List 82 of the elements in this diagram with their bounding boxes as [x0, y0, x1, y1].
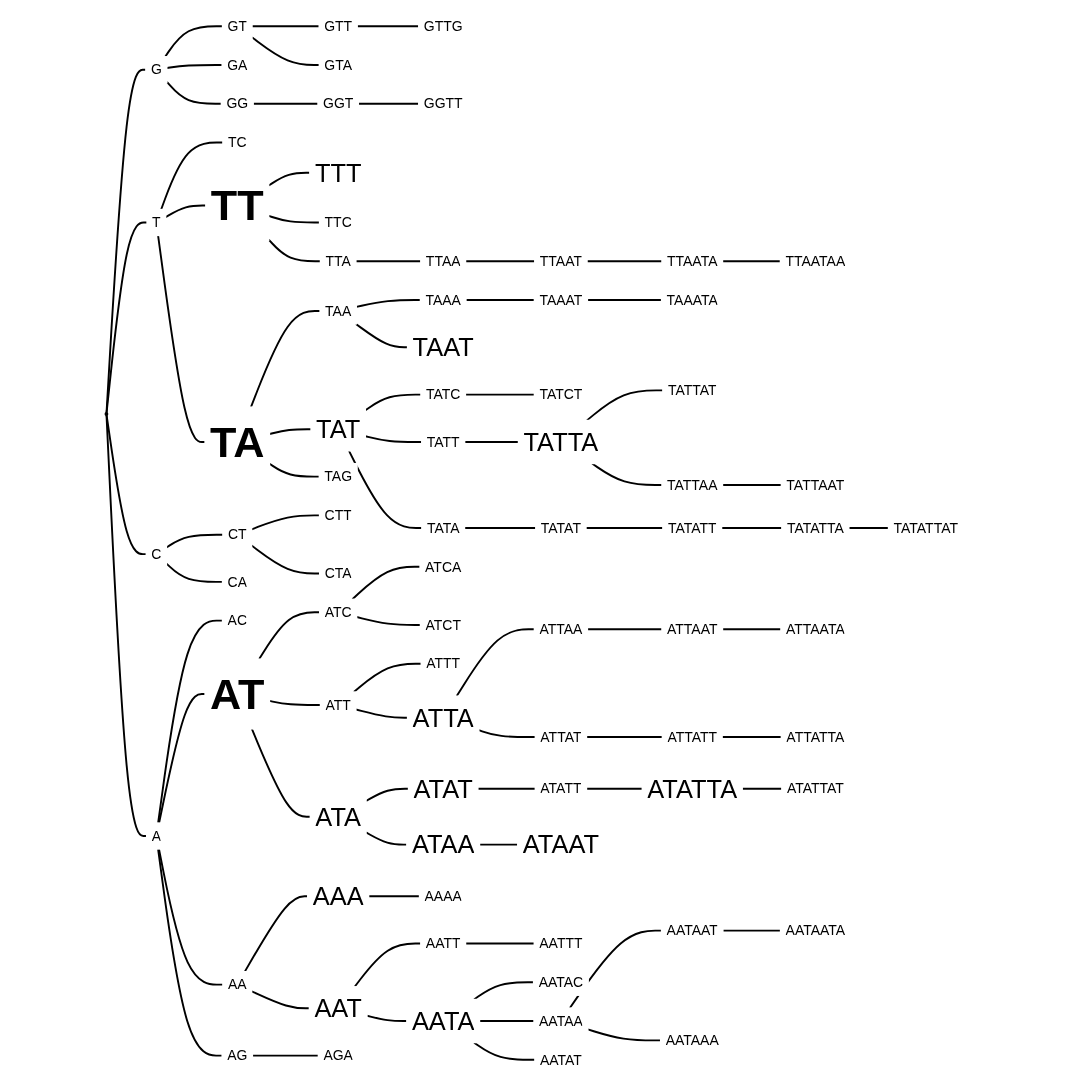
node-text: TTAAT — [540, 252, 583, 269]
node-text: ATCA — [425, 558, 462, 574]
node-text: TTC — [324, 214, 353, 230]
connector — [251, 544, 321, 574]
node-text: TC — [228, 134, 247, 150]
node-text: TATCT — [539, 386, 583, 402]
node-text: ATTAT — [540, 728, 582, 744]
node-text: TATAT — [541, 519, 582, 535]
node-text: TATT — [427, 433, 461, 449]
node-text: AT — [210, 668, 265, 718]
node-text: TATATTAT — [893, 519, 959, 535]
node-text: TAT — [316, 414, 361, 443]
node-text: GG — [226, 95, 249, 111]
node-text: AA — [228, 976, 247, 992]
node-text: TATC — [426, 386, 461, 402]
node-text: TATATTA — [787, 519, 845, 535]
node-text: ATTATTA — [786, 728, 845, 744]
node-text: TATTA — [523, 427, 599, 456]
node-text: AC — [227, 612, 248, 628]
node-text: TTA — [325, 252, 352, 269]
node-text: CA — [227, 573, 248, 589]
connector — [105, 68, 148, 414]
node-text: AAAA — [424, 887, 463, 904]
node-text: AATAA — [539, 1012, 584, 1028]
node-text: TAAA — [425, 291, 462, 307]
node-text: ATATTA — [647, 774, 738, 803]
node-text: ATATT — [540, 780, 582, 796]
node-text: ATTAA — [539, 620, 583, 637]
node-text: TAAT — [412, 332, 475, 361]
node-text: ATATTAT — [787, 780, 845, 796]
node-text: GTT — [324, 17, 353, 34]
node-text: ATAT — [413, 774, 474, 803]
node-circle — [104, 411, 109, 416]
node-text: TTAATAA — [785, 252, 846, 269]
node-text: CT — [228, 526, 247, 542]
node-text: TTAA — [426, 252, 461, 269]
connector — [258, 610, 321, 660]
node-text: AATAAT — [666, 922, 719, 938]
connector — [157, 847, 224, 1057]
node-text: ATA — [315, 802, 362, 831]
node-text: AATT — [426, 935, 461, 951]
node-text: ATTA — [412, 703, 475, 732]
node-text: ATTATT — [667, 728, 718, 744]
node-text: ATTAATA — [786, 620, 846, 637]
node-text: GGTT — [424, 95, 463, 111]
node-text: AATAAA — [666, 1031, 720, 1048]
node-text: ATCT — [425, 616, 462, 632]
node-text: GTTG — [424, 17, 463, 34]
node-text: ATTT — [426, 655, 461, 671]
node-text: TATTAA — [667, 476, 718, 492]
node-text: GTA — [324, 56, 353, 72]
node-text: AATAT — [540, 1051, 583, 1067]
node-text: GA — [227, 56, 248, 72]
node-text: TATTAAT — [786, 476, 845, 492]
node-text: ATAAT — [523, 830, 600, 859]
node-text: TTT — [315, 158, 362, 187]
node-text: AGA — [323, 1047, 354, 1063]
node-text: AATAATA — [785, 922, 846, 938]
node-text: GT — [227, 17, 248, 34]
node-text: AG — [227, 1047, 248, 1063]
node-text: TAAAT — [539, 291, 583, 307]
node-text: ATT — [325, 696, 352, 712]
node-text: A — [152, 827, 162, 843]
node-text: TATA — [427, 519, 460, 535]
node-text: TT — [211, 180, 265, 229]
node-text: ATTAAT — [667, 620, 718, 637]
node-text: AAT — [314, 993, 363, 1022]
connector — [244, 894, 309, 973]
node-text: TA — [210, 416, 265, 465]
node-text: AAA — [313, 881, 364, 910]
node-text: CTT — [324, 506, 353, 523]
node-text: TATTAT — [668, 381, 717, 398]
node-text: ATAA — [412, 830, 475, 859]
node-text: CTA — [325, 565, 353, 581]
node-text: TAA — [325, 302, 352, 318]
node-text: AATA — [412, 1006, 475, 1035]
node-text: TTAATA — [667, 252, 718, 269]
node-text: ATC — [325, 603, 353, 620]
node-text: TAAATA — [666, 291, 719, 307]
node-text: GGT — [323, 95, 354, 111]
node-text: TATATT — [668, 519, 717, 535]
node-text: AATTT — [539, 935, 583, 951]
